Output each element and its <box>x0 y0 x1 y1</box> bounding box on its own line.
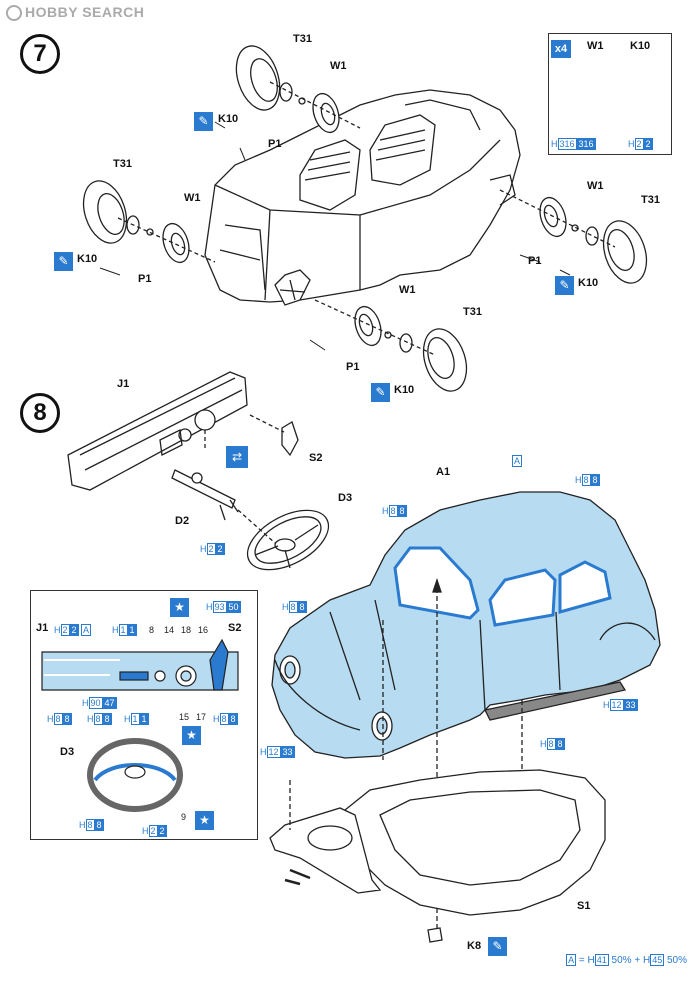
star-icon: ★ <box>170 598 189 617</box>
label-p1-top: P1 <box>268 138 282 150</box>
quantity-badge: x4 <box>551 40 571 58</box>
watermark-text: HOBBY SEARCH <box>25 4 145 20</box>
panel-num-9: 9 <box>181 812 187 822</box>
inset-label-k10: K10 <box>630 40 651 52</box>
label-w1-bottom: W1 <box>399 284 416 296</box>
panel-num-8: 8 <box>149 625 155 635</box>
star-icon: ★ <box>195 811 214 830</box>
car-body-a1 <box>271 491 661 759</box>
label-w1-left: W1 <box>184 192 201 204</box>
paint-icon: ✎ <box>54 252 73 271</box>
label-k10-right: K10 <box>578 277 599 289</box>
panel-num-14: 14 <box>164 625 175 635</box>
label-k10-left: K10 <box>77 253 98 265</box>
label-w1-top: W1 <box>330 60 347 72</box>
label-w1-right: W1 <box>587 180 604 192</box>
label-d2: D2 <box>175 515 190 527</box>
label-t31-left: T31 <box>113 158 132 170</box>
chassis-pan-s1 <box>344 769 606 916</box>
label-t31-top: T31 <box>293 33 312 45</box>
star-icon: ★ <box>182 726 201 745</box>
panel-label-j1: J1 <box>36 622 49 634</box>
flip-arrows-icon: ⇄ <box>226 446 248 468</box>
step-number-7: 7 <box>20 34 60 74</box>
paint-icon: ✎ <box>194 112 213 131</box>
panel-num-15: 15 <box>179 712 190 722</box>
label-j1: J1 <box>117 378 130 390</box>
panel-num-18: 18 <box>181 625 192 635</box>
seat-right <box>369 114 436 186</box>
paint-icon: ✎ <box>488 937 507 956</box>
panel-label-s2: S2 <box>228 622 242 634</box>
label-k8: K8 <box>467 940 482 952</box>
label-p1-left: P1 <box>138 273 152 285</box>
panel-num-17: 17 <box>196 712 207 722</box>
paint-icon: ✎ <box>371 383 390 402</box>
inset-label-w1: W1 <box>587 40 604 52</box>
dashboard-j1 <box>67 371 248 491</box>
label-d3: D3 <box>338 492 353 504</box>
panel-num-16: 16 <box>198 625 209 635</box>
panel-label-d3: D3 <box>60 746 75 758</box>
chassis-body <box>204 89 521 303</box>
watermark-logo: HOBBY SEARCH <box>6 4 145 22</box>
label-t31-right: T31 <box>641 194 660 206</box>
label-t31-bottom: T31 <box>463 306 482 318</box>
label-p1-bottom: P1 <box>346 361 360 373</box>
label-k10-bottom: K10 <box>394 384 415 396</box>
label-s2: S2 <box>309 452 323 464</box>
paint-code-a-top: A <box>512 455 523 467</box>
logo-icon <box>6 5 22 22</box>
paint-icon: ✎ <box>555 276 574 295</box>
label-s1: S1 <box>577 900 591 912</box>
label-k10-top: K10 <box>218 113 239 125</box>
label-a1: A1 <box>436 466 451 478</box>
step-number-8: 8 <box>20 393 60 433</box>
label-p1-right: P1 <box>528 255 542 267</box>
